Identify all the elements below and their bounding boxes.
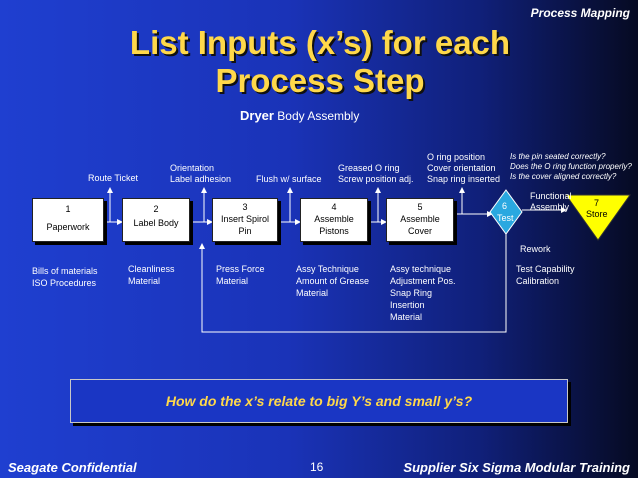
output-3: Flush w/ surface [256,174,322,184]
step-4-inputs: Assy Technique Amount of Grease Material [296,263,369,299]
output-6-line-2: Does the O ring function properly? [510,162,632,171]
input-item: Cleanliness [128,264,175,274]
subtitle-bold: Dryer [240,108,274,123]
step-2-box: 2 Label Body [122,198,190,242]
store-triangle [565,194,631,241]
step-6-inputs: Test Capability Calibration [516,263,575,287]
rework-loop [199,232,507,333]
input-item: Material [216,276,249,286]
output-2-line-2: Label adhesion [170,174,232,184]
input-item: Adjustment Pos. [390,276,456,286]
step-2-label: Label Body [133,218,179,228]
input-item: Assy technique [390,264,452,274]
step-1-label: Paperwork [46,222,90,232]
subtitle-rest: Body Assembly [273,109,360,123]
test-diamond [489,189,523,235]
step-7-number: 7 [594,198,600,208]
step-4-label: Assemble [314,214,354,224]
output-5-line-2: Cover orientation [427,163,496,173]
step-1-inputs: Bills of materials ISO Procedures [32,265,98,289]
step-7-label: Store [586,209,608,219]
input-item: Amount of Grease [296,276,370,286]
functional-label: Functional [530,191,572,201]
title-line-2: Process Step [215,62,425,99]
input-item: Test Capability [516,264,575,274]
question-box: How do the x’s relate to big Y’s and sma… [70,379,568,423]
input-item: Assy Technique [296,264,359,274]
step-5-inputs: Assy technique Adjustment Pos. Snap Ring… [390,263,456,323]
step-3-label-2: Pin [238,226,252,236]
input-item: Snap Ring [390,288,433,298]
slide-subtitle: Dryer Body Assembly [240,108,359,123]
output-1: Route Ticket [88,173,139,183]
input-item: Insertion [390,300,425,310]
output-4-line-1: Greased O ring [338,163,400,173]
step-2-number: 2 [153,204,159,214]
step-4-box: 4 Assemble Pistons [300,198,368,242]
rework-label: Rework [520,244,551,254]
slide-title: List Inputs (x’s) for each Process Step [70,24,570,100]
step-5-label-2: Cover [407,226,432,236]
step-2-inputs: Cleanliness Material [128,263,175,287]
step-5-label: Assemble [400,214,440,224]
step-6-label: Test [497,213,514,223]
footer-course: Supplier Six Sigma Modular Training [403,460,630,475]
title-line-1: List Inputs (x’s) for each [129,24,511,61]
output-5-line-3: Snap ring inserted [427,174,501,184]
footer-confidential: Seagate Confidential [8,460,137,475]
step-1-number: 1 [65,204,71,214]
assembly-label: Assembly [530,202,570,212]
input-item: Press Force [216,264,265,274]
step-6-number: 6 [502,201,508,211]
step-4-number: 4 [331,202,337,212]
output-5-line-1: O ring position [427,152,486,162]
input-item: Material [390,312,423,322]
step-4-label-2: Pistons [319,226,349,236]
output-2-line-1: Orientation [170,163,215,173]
output-4-line-2: Screw position adj. [338,174,414,184]
step-5-number: 5 [417,202,423,212]
page-number: 16 [310,460,324,474]
section-label: Process Mapping [530,6,630,20]
input-item: ISO Procedures [32,278,97,288]
step-1-box: 1 Paperwork [32,198,104,242]
step-3-box: 3 Insert Spirol Pin [212,198,278,242]
step-3-number: 3 [242,202,248,212]
step-5-box: 5 Assemble Cover [386,198,454,242]
step-3-label: Insert Spirol [220,214,270,224]
step-3-inputs: Press Force Material [216,263,265,287]
input-item: Material [128,276,161,286]
input-item: Material [296,288,329,298]
output-6-line-3: Is the cover aligned correctly? [510,172,617,181]
input-item: Calibration [516,276,560,286]
output-6-line-1: Is the pin seated correctly? [510,152,606,161]
input-item: Bills of materials [32,266,98,276]
